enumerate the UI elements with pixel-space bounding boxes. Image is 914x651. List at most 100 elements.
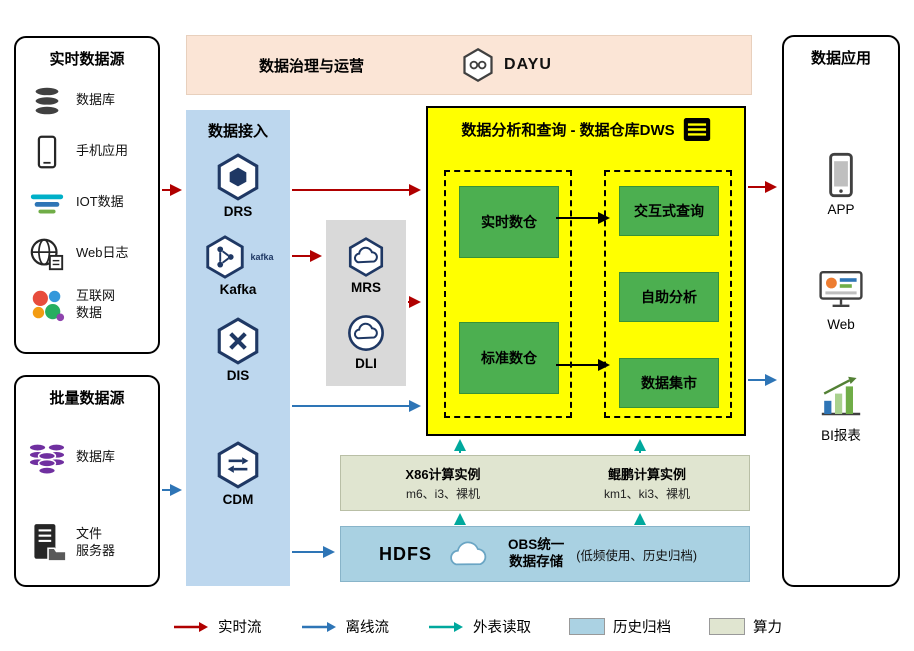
iot-icon — [26, 182, 68, 224]
file-server-icon — [26, 522, 68, 564]
dws-title: 数据分析和查询 - 数据仓库DWS — [461, 122, 675, 139]
data-applications-panel: 数据应用 APP Web — [782, 35, 900, 587]
list-item: 互联网 数据 — [26, 279, 150, 330]
offline-flow-arrow-icon — [301, 621, 336, 632]
warehouse-icon — [683, 117, 710, 142]
item-label: 互联网 数据 — [76, 287, 116, 320]
legend: 实时流 离线流 外表读取 历史归档 算力 — [172, 616, 782, 637]
phone-icon — [26, 131, 68, 173]
dayu-logo: DAYU — [460, 47, 552, 83]
cdm-icon — [217, 441, 259, 489]
compute-power-swatch — [709, 618, 745, 635]
storage-bar: HDFS OBS统一 数据存储 (低频使用、历史归档) — [340, 526, 750, 582]
app-label: BI报表 — [821, 428, 861, 443]
dws-title-row: 数据分析和查询 - 数据仓库DWS — [428, 108, 744, 142]
item-label: 数据库 — [76, 448, 116, 464]
database-cluster-icon — [26, 436, 68, 478]
legend-label: 算力 — [753, 620, 782, 636]
middleware-box: MRS DLI — [326, 220, 406, 386]
service-label: MRS — [351, 280, 381, 295]
obs-label-line1: OBS统一 — [508, 537, 565, 553]
service-dli: DLI — [326, 312, 406, 371]
service-label: Kafka — [219, 282, 257, 297]
list-item: IOT数据 — [26, 177, 150, 228]
kunpeng-compute-title: 鲲鹏计算实例 — [607, 467, 686, 482]
data-access-panel: 数据接入 DRS kafka Kafka — [186, 110, 290, 586]
service-label: CDM — [222, 492, 254, 507]
module-self-analysis: 自助分析 — [619, 272, 719, 322]
dws-warehouse-box: 数据分析和查询 - 数据仓库DWS 实时数仓 标准数仓 交互式查询 自助分析 数… — [426, 106, 746, 436]
data-applications-title: 数据应用 — [810, 50, 871, 67]
obs-cloud-icon — [450, 541, 487, 566]
list-item: 数据库 — [26, 75, 150, 126]
internet-data-icon — [26, 284, 68, 326]
x86-compute-group: X86计算实例 m6、i3、裸机 — [341, 456, 545, 510]
realtime-sources-list: 数据库 手机应用 IO — [16, 69, 158, 330]
kunpeng-compute-models: km1、ki3、裸机 — [603, 487, 690, 501]
item-label: 手机应用 — [76, 143, 129, 159]
dayu-product-name: DAYU — [504, 56, 552, 73]
app-item: APP — [784, 152, 898, 217]
realtime-sources-panel: 实时数据源 数据库 手 — [14, 36, 160, 354]
history-archive-swatch — [569, 618, 605, 635]
list-item: 数据库 — [26, 414, 150, 500]
app-label: APP — [827, 202, 855, 217]
warehouse-group: 实时数仓 标准数仓 — [444, 170, 572, 418]
governance-title: 数据治理与运营 — [259, 57, 365, 75]
module-realtime-warehouse: 实时数仓 — [459, 186, 559, 258]
legend-compute-power: 算力 — [709, 616, 782, 637]
service-label: DIS — [226, 368, 250, 383]
legend-label: 外表读取 — [473, 620, 531, 636]
data-access-title: 数据接入 — [207, 123, 268, 140]
service-kafka: kafka Kafka — [186, 234, 290, 297]
service-label: DRS — [223, 204, 253, 219]
kunpeng-compute-group: 鲲鹏计算实例 km1、ki3、裸机 — [545, 456, 749, 510]
obs-label-line2: 数据存储 — [509, 554, 564, 569]
app-item: BI报表 — [784, 372, 898, 444]
app-label: Web — [827, 317, 855, 332]
analysis-group: 交互式查询 自助分析 数据集市 — [604, 170, 732, 418]
drs-icon — [217, 153, 259, 201]
obs-label: OBS统一 数据存储 — [508, 537, 564, 571]
legend-label: 历史归档 — [613, 620, 671, 636]
app-item: Web — [784, 265, 898, 332]
governance-bar: 数据治理与运营 DAYU — [186, 35, 752, 95]
list-item: 文件 服务器 — [26, 500, 150, 586]
x86-compute-models: m6、i3、裸机 — [405, 487, 480, 501]
legend-external-read: 外表读取 — [427, 616, 531, 637]
x86-compute-title: X86计算实例 — [405, 467, 481, 482]
realtime-flow-arrow-icon — [174, 621, 208, 632]
item-label: IOT数据 — [76, 194, 124, 210]
legend-history-archive: 历史归档 — [569, 616, 671, 637]
compute-instances-bar: X86计算实例 m6、i3、裸机 鲲鹏计算实例 km1、ki3、裸机 — [340, 455, 750, 511]
service-cdm: CDM — [186, 440, 290, 507]
service-label: DLI — [355, 356, 377, 371]
legend-offline-flow: 离线流 — [300, 616, 390, 637]
kafka-wordmark: kafka — [250, 252, 274, 262]
mrs-icon — [348, 237, 384, 277]
app-phone-icon — [829, 152, 853, 198]
hdfs-label: HDFS — [379, 543, 432, 564]
external-read-arrow-icon — [429, 621, 463, 632]
batch-sources-panel: 批量数据源 数据库 — [14, 375, 160, 587]
service-mrs: MRS — [326, 236, 406, 295]
dli-icon — [348, 315, 384, 351]
module-interactive-query: 交互式查询 — [619, 186, 719, 236]
bi-chart-icon — [821, 376, 861, 416]
item-label: Web日志 — [76, 245, 129, 261]
service-dis: DIS — [186, 316, 290, 383]
batch-sources-title: 批量数据源 — [49, 390, 125, 407]
legend-label: 离线流 — [345, 620, 390, 636]
list-item: Web日志 — [26, 228, 150, 279]
obs-note: (低频使用、历史归档) — [576, 548, 698, 563]
web-log-icon — [26, 233, 68, 275]
kafka-icon — [206, 235, 245, 279]
database-icon — [26, 80, 68, 122]
dis-icon — [217, 317, 259, 365]
web-monitor-icon — [819, 271, 863, 307]
item-label: 文件 服务器 — [76, 526, 116, 558]
item-label: 数据库 — [76, 92, 116, 108]
legend-label: 实时流 — [218, 620, 262, 636]
realtime-sources-title: 实时数据源 — [49, 51, 125, 68]
